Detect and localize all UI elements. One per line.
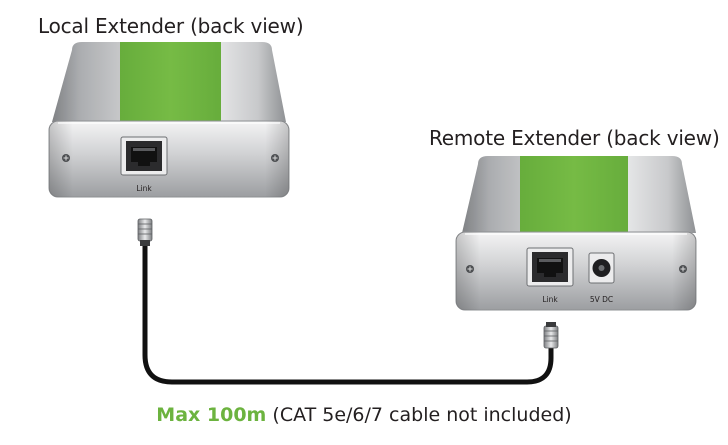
link-port-label: Link (136, 184, 152, 193)
local-extender-title: Local Extender (back view) (38, 14, 304, 38)
local-extender: Link (48, 42, 290, 198)
cable-connector-icon (137, 218, 153, 246)
cable-connector-icon (543, 322, 559, 349)
screw-icon (62, 154, 70, 162)
power-port-label: 5V DC (590, 295, 613, 304)
rj45-port-icon (120, 136, 168, 176)
rj45-port-icon (526, 247, 574, 287)
network-cable (142, 241, 554, 385)
cable-caption: Max 100m (CAT 5e/6/7 cable not included) (0, 404, 728, 426)
cable-note: (CAT 5e/6/7 cable not included) (272, 404, 572, 426)
dc-power-jack-icon (588, 252, 615, 284)
remote-extender: Link 5V DC (455, 156, 697, 311)
max-distance-label: Max 100m (156, 404, 267, 426)
screw-icon (679, 265, 687, 273)
remote-extender-title: Remote Extender (back view) (429, 126, 720, 150)
screw-icon (466, 265, 474, 273)
screw-icon (271, 154, 279, 162)
link-port-label: Link (542, 295, 558, 304)
